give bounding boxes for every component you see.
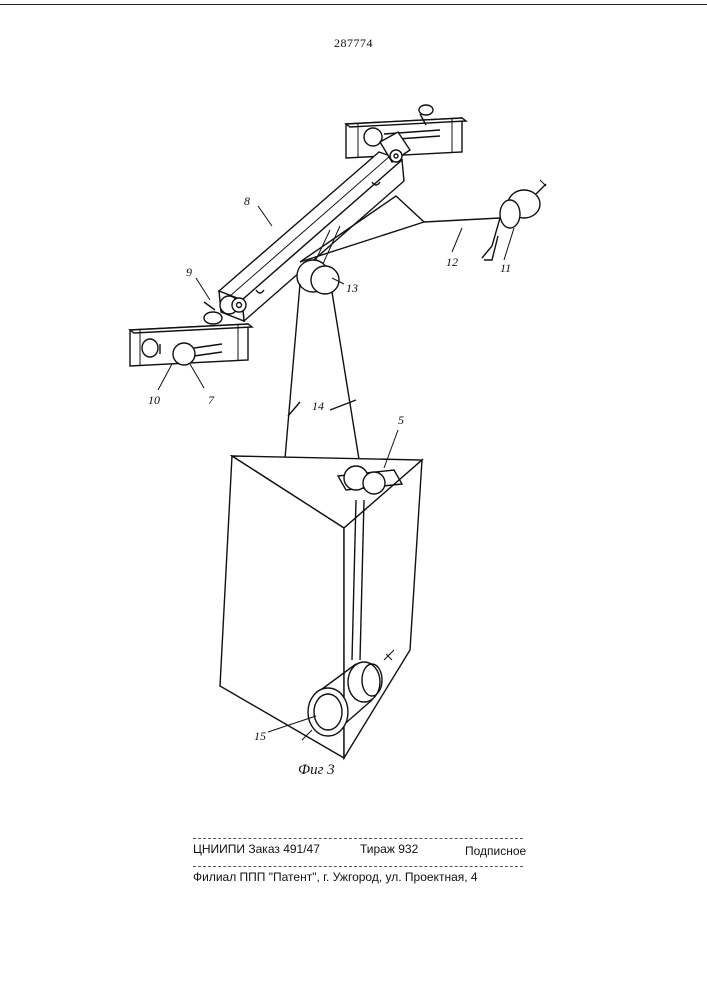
imprint-subscription: Подписное [465,844,526,858]
imprint-rule-middle [193,866,523,867]
imprint-order: ЦНИИПИ Заказ 491/47 [193,842,320,856]
beam-8 [219,152,404,321]
label-13: 13 [346,281,358,295]
imprint-rule-top [193,838,523,839]
label-10: 10 [148,393,160,407]
label-7: 7 [208,393,215,407]
label-15: 15 [254,729,266,743]
label-5: 5 [398,413,404,427]
imprint-circulation: Тираж 932 [360,842,418,856]
pulleys-13 [297,260,339,294]
figure-caption: Фиг 3 [298,762,335,778]
cables-14 [282,284,362,478]
label-8: 8 [244,194,250,208]
label-14: 14 [312,399,324,413]
lower-bearing-block [130,324,252,366]
motor-11 [482,180,546,260]
label-12: 12 [446,255,458,269]
label-9: 9 [186,265,192,279]
imprint-branch: Филиал ППП "Патент", г. Ужгород, ул. Про… [193,870,478,884]
label-11: 11 [500,261,511,275]
